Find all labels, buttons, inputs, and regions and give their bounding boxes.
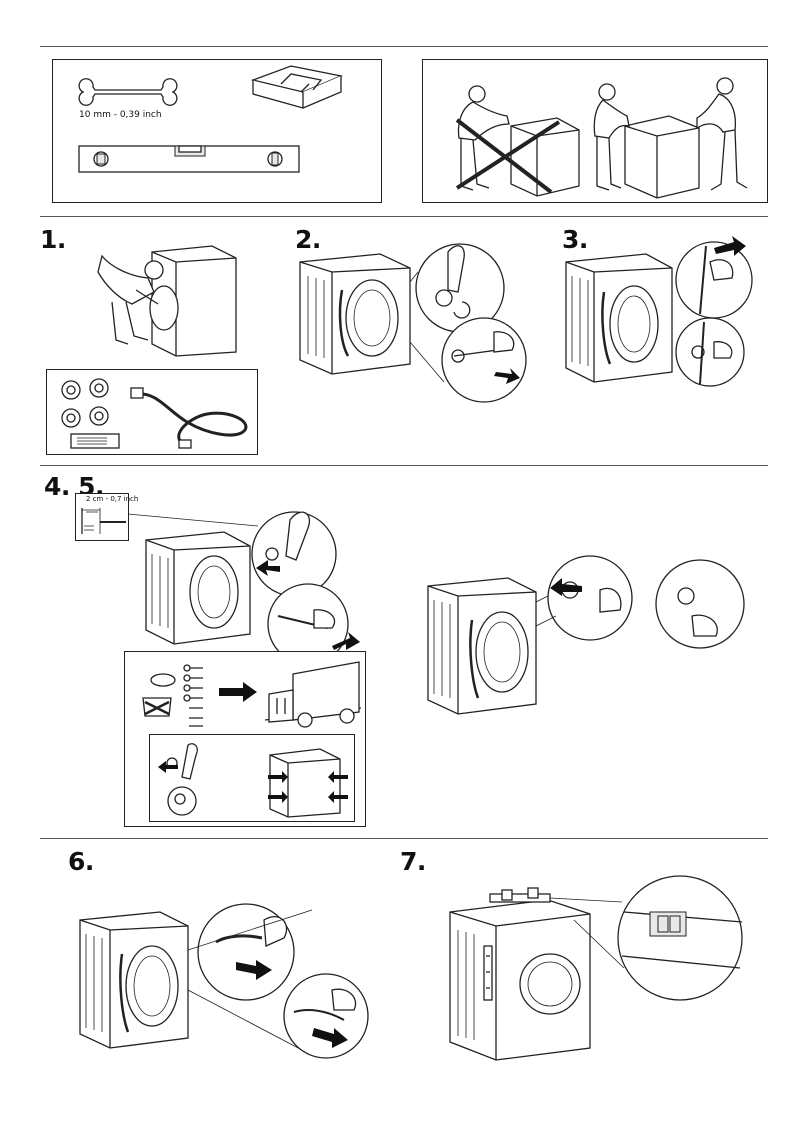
- divider-top: [40, 46, 768, 47]
- wrench-size-label: 10 mm - 0,39 inch: [79, 110, 162, 120]
- divider-2: [40, 465, 768, 466]
- person-opening-washer-illustration: [97, 245, 237, 357]
- bolt-depth-detail: [81, 508, 126, 534]
- spacer-rings-icon: [61, 378, 109, 428]
- inlet-hose-icon: [130, 387, 248, 449]
- step-2-label: 2.: [295, 225, 321, 254]
- manual-booklet-icon: [70, 433, 120, 449]
- washer-rear-bolts-illustration: [299, 243, 527, 403]
- washer-insert-caps-illustration: [427, 555, 745, 715]
- measurement-callout: [75, 493, 129, 541]
- measurement-distance-label: 2 cm - 0,7 inch: [86, 495, 139, 503]
- bolt-caps-icon: [158, 743, 198, 816]
- spirit-level-icon: [78, 145, 300, 173]
- transport-bolts-panel: [124, 651, 366, 827]
- tools-panel: 10 mm - 0,39 inch: [52, 59, 382, 203]
- bolts-row-icon: [183, 664, 203, 727]
- washer-cover-holes-illustration: [449, 875, 743, 1061]
- divider-1: [40, 216, 768, 217]
- washer-storage-icon: [268, 748, 348, 818]
- accessories-panel: [46, 369, 258, 455]
- washer-remove-cables-illustration: [565, 236, 753, 387]
- two-person-lifting-illustration: [593, 77, 748, 199]
- bolt-storage-subpanel: [149, 734, 355, 822]
- step-3-label: 3.: [562, 225, 588, 254]
- lifting-panel: [422, 59, 768, 203]
- single-person-lifting-illustration: [455, 85, 580, 197]
- washer-remove-hose-illustration: [79, 903, 369, 1059]
- arrow-right-icon: [219, 682, 257, 702]
- step-1-label: 1.: [40, 225, 66, 254]
- washer-loosen-bolts-illustration: [127, 511, 360, 665]
- step-7-label: 7.: [400, 847, 426, 876]
- spacer-removal-icon: [142, 673, 176, 717]
- toolbox-icon: [250, 65, 344, 109]
- divider-3: [40, 838, 768, 839]
- wrench-icon: [78, 78, 178, 106]
- delivery-truck-icon: [264, 661, 362, 728]
- step-6-label: 6.: [68, 847, 94, 876]
